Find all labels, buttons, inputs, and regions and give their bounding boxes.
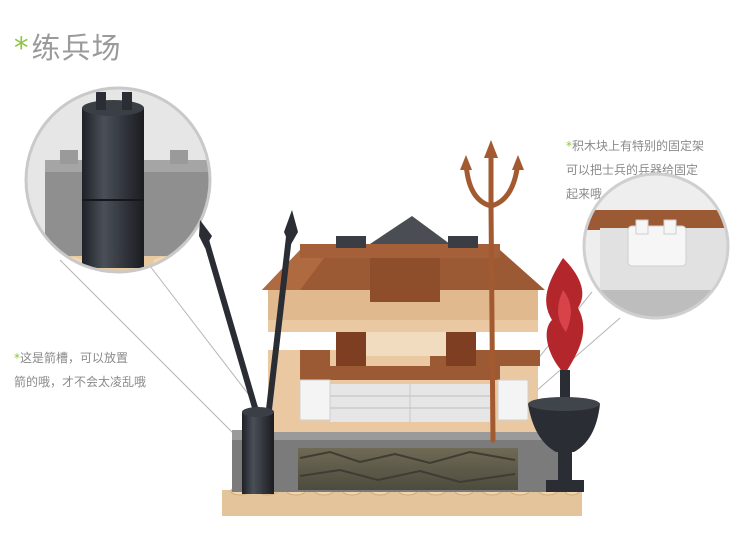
note-right-line3: 起来哦 xyxy=(566,187,603,201)
note-arrow-holder: *这是箭槽，可以放置 箭的哦，才不会太凌乱哦 xyxy=(14,346,204,394)
arrow-holder-zoom xyxy=(24,86,212,274)
page-title: *练兵场 xyxy=(14,34,122,63)
roof xyxy=(262,216,545,302)
spears xyxy=(199,210,298,421)
note-left-line1: 这是箭槽，可以放置 xyxy=(20,351,129,365)
brazier xyxy=(528,258,600,492)
title-star: * xyxy=(14,31,30,65)
building xyxy=(268,290,540,432)
note-left-line2: 箭的哦，才不会太凌乱哦 xyxy=(14,375,147,389)
weapon-holder-zoom xyxy=(582,172,730,320)
trident xyxy=(460,140,524,443)
stone-foundation xyxy=(232,424,562,492)
note-right-star: * xyxy=(566,139,572,153)
note-weapon-holder: *积木块上有特别的固定架 可以把士兵的兵器给固定 起来哦 xyxy=(566,134,736,206)
title-text: 练兵场 xyxy=(31,31,122,65)
note-right-line1: 积木块上有特别的固定架 xyxy=(572,139,705,153)
note-left-star: * xyxy=(14,351,20,365)
quiver xyxy=(242,407,274,494)
